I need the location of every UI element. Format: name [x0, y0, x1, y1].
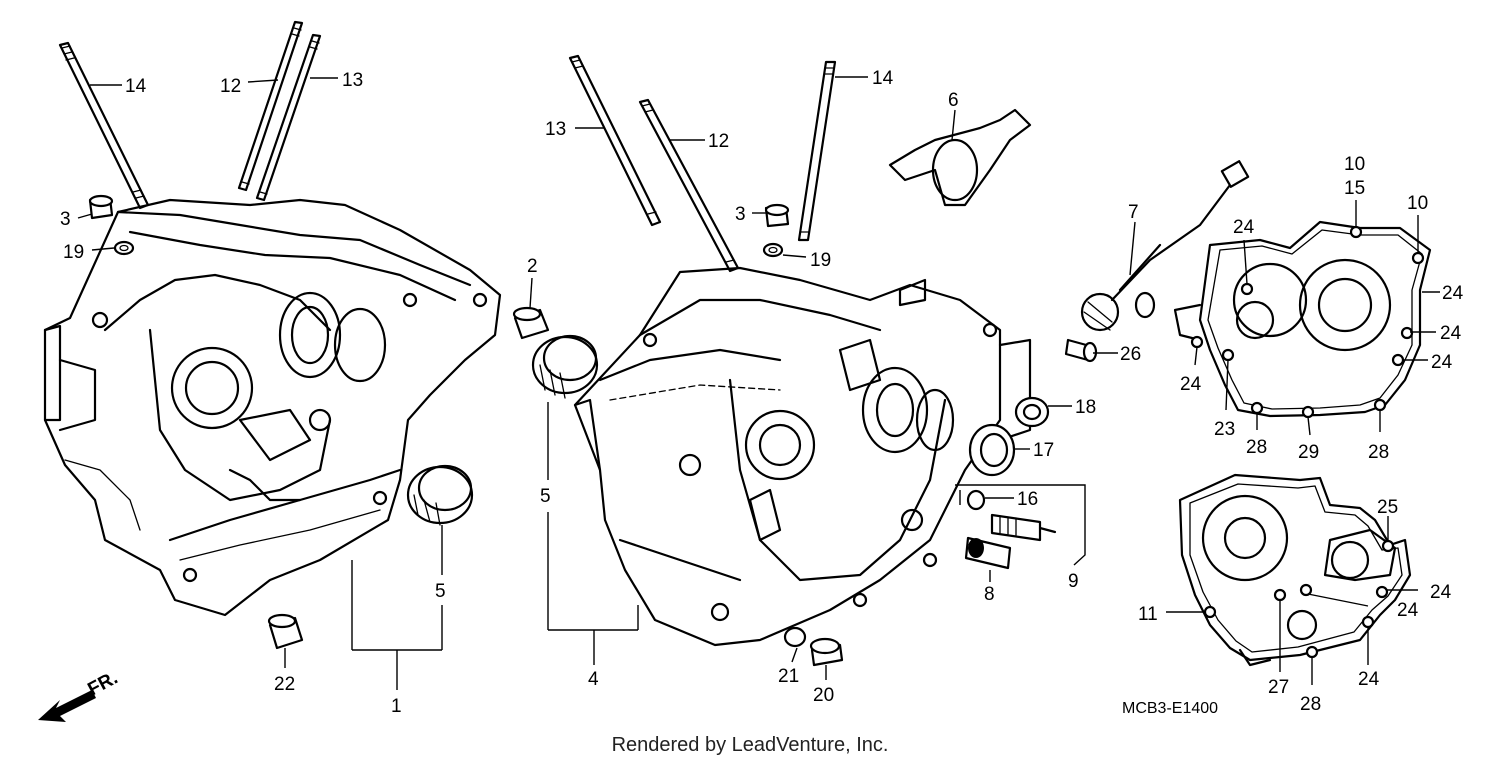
callout-14: 14 — [872, 68, 894, 89]
callout-8: 8 — [984, 584, 995, 605]
left-crankcase-half — [43, 198, 502, 617]
callout-7: 7 — [1128, 202, 1139, 223]
callout-18: 18 — [1075, 397, 1096, 418]
callout-15: 15 — [1344, 178, 1365, 199]
callout-10: 10 — [1344, 154, 1365, 175]
callout-3: 3 — [735, 204, 746, 225]
callout-2: 2 — [527, 256, 538, 277]
callout-27: 27 — [1268, 677, 1289, 698]
callout-16: 16 — [1017, 489, 1038, 510]
callout-28: 28 — [1368, 442, 1389, 463]
callout-13: 13 — [342, 70, 363, 91]
callout-24: 24 — [1430, 582, 1452, 603]
callout-3: 3 — [60, 209, 71, 230]
callout-25: 25 — [1377, 497, 1398, 518]
callout-5: 5 — [435, 581, 446, 602]
lower-cover-gasket — [1178, 473, 1412, 667]
stud-bolts — [58, 20, 837, 273]
callout-labels: 14 12 13 3 19 13 12 14 3 19 2 5 4 5 1 22… — [60, 68, 1464, 717]
upper-cover-gasket — [1173, 220, 1432, 419]
callout-5: 5 — [540, 486, 551, 507]
callout-19: 19 — [810, 250, 831, 271]
callout-24: 24 — [1358, 669, 1380, 690]
leader-lines — [77, 76, 1440, 690]
credit-text: Rendered by LeadVenture, Inc. — [611, 734, 889, 756]
callout-12: 12 — [220, 76, 241, 97]
callout-29: 29 — [1298, 442, 1319, 463]
callout-26: 26 — [1120, 344, 1141, 365]
front-direction-arrow: FR. — [38, 668, 121, 722]
callout-20: 20 — [813, 685, 834, 706]
callout-24: 24 — [1440, 323, 1462, 344]
callout-22: 22 — [274, 674, 295, 695]
callout-28: 28 — [1300, 694, 1321, 715]
diagram-code: MCB3-E1400 — [1122, 700, 1218, 717]
callout-1: 1 — [391, 696, 402, 717]
callout-9: 9 — [1068, 571, 1079, 592]
callout-24: 24 — [1442, 283, 1464, 304]
callout-13: 13 — [545, 119, 566, 140]
right-crankcase-half — [573, 266, 1032, 647]
callout-24: 24 — [1233, 217, 1255, 238]
callout-24: 24 — [1397, 600, 1419, 621]
callout-14: 14 — [125, 76, 147, 97]
callout-19: 19 — [63, 242, 84, 263]
callout-23: 23 — [1214, 419, 1235, 440]
callout-24: 24 — [1431, 352, 1453, 373]
callout-17: 17 — [1033, 440, 1054, 461]
small-parts — [88, 108, 1250, 667]
callout-6: 6 — [948, 90, 959, 111]
callout-10: 10 — [1407, 193, 1428, 214]
callout-11: 11 — [1138, 604, 1158, 625]
callout-4: 4 — [588, 669, 599, 690]
callout-12: 12 — [708, 131, 729, 152]
callout-24: 24 — [1180, 374, 1202, 395]
callout-21: 21 — [778, 666, 799, 687]
callout-28: 28 — [1246, 437, 1267, 458]
